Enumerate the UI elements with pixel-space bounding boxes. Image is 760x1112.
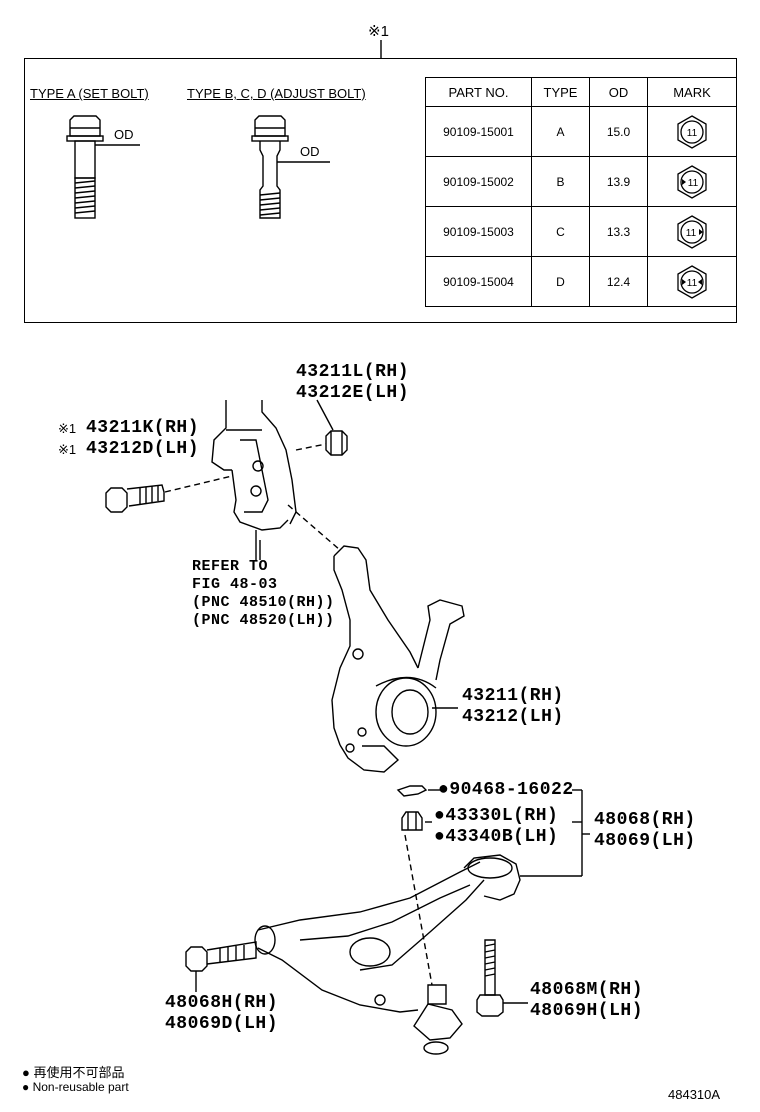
bolt-head-mark-icon: 11: [677, 114, 707, 149]
mark-text: 11: [688, 178, 699, 189]
lower-arm-drawing: [254, 854, 521, 1055]
cell-od: 13.3: [589, 206, 648, 257]
cell-type: C: [531, 206, 590, 257]
nut-drawing: [316, 399, 348, 456]
table-header-row: PART NO. TYPE OD MARK: [425, 77, 737, 107]
od-label-bcd: OD: [300, 144, 320, 159]
callout-nut-lh: 43212E(LH): [296, 383, 410, 403]
cell-type: A: [531, 106, 590, 157]
table-header-part-no: PART NO.: [425, 77, 532, 107]
table-row: 90109-15002 B 13.9 11: [425, 156, 737, 207]
rear-arm-bolt-drawing: [476, 939, 528, 1017]
cell-type: B: [531, 156, 590, 207]
table-header-type: TYPE: [531, 77, 590, 107]
mark-text: 11: [687, 278, 698, 289]
bolt-head-mark-icon: 11: [677, 164, 707, 199]
table-row: 90109-15004 D 12.4 11: [425, 256, 737, 307]
legend-japanese: ● 再使用不可部品: [22, 1062, 125, 1081]
mark-text: 11: [686, 228, 697, 239]
cell-part-no: 90109-15003: [425, 206, 532, 257]
cell-od: 13.9: [589, 156, 648, 207]
type-bcd-label: TYPE B, C, D (ADJUST BOLT): [187, 86, 366, 101]
callout-bolt-lh: 43212D(LH): [86, 439, 200, 459]
refer-line-1: REFER TO: [192, 558, 269, 575]
callout-arm-lh: 48069(LH): [594, 831, 696, 851]
table-row: 90109-15003 C 13.3 11: [425, 206, 737, 257]
legend-japanese-text: 再使用不可部品: [33, 1065, 125, 1080]
cotter-pin-drawing: [396, 785, 428, 797]
callout-rear-bolt-lh: 48069H(LH): [530, 1001, 644, 1021]
bolt-marker-rh: ※1: [58, 421, 77, 436]
front-arm-bolt-drawing: [185, 941, 257, 992]
legend-english-text: Non-reusable part: [32, 1080, 129, 1094]
callout-nut-rh: 43211L(RH): [296, 362, 410, 382]
strut-bracket-drawing: [211, 400, 297, 560]
camber-bolt-drawing: [105, 484, 165, 513]
callout-balljoint-lh: ●43340B(LH): [434, 827, 558, 847]
cell-type: D: [531, 256, 590, 307]
mark-text: 11: [687, 128, 698, 139]
non-reusable-bullet-icon: ●: [434, 827, 446, 847]
cell-od: 12.4: [589, 256, 648, 307]
callout-knuckle-lh: 43212(LH): [462, 707, 564, 727]
legend-bullet-icon: ●: [22, 1080, 30, 1094]
bolt-spec-table: PART NO. TYPE OD MARK 90109-15001 A 15.0…: [425, 77, 737, 307]
refer-line-3: (PNC 48510(RH)): [192, 594, 335, 611]
non-reusable-bullet-icon: ●: [438, 780, 450, 800]
cell-part-no: 90109-15004: [425, 256, 532, 307]
callout-front-bolt-lh: 48069D(LH): [165, 1014, 279, 1034]
cell-mark: 11: [647, 206, 737, 257]
type-bcd-bolt-drawing: [251, 115, 330, 219]
bolt-head-mark-icon: 11: [677, 214, 707, 249]
bolt-marker-lh: ※1: [58, 442, 77, 457]
callout-knuckle-rh: 43211(RH): [462, 686, 564, 706]
refer-line-2: FIG 48-03: [192, 576, 278, 593]
type-a-label: TYPE A (SET BOLT): [30, 86, 149, 101]
steering-knuckle-drawing: [331, 545, 465, 773]
callout-balljoint-rh: ●43330L(RH): [434, 806, 558, 826]
callout-bolt-rh: 43211K(RH): [86, 418, 200, 438]
balljoint-rh-number: 43330L(RH): [445, 806, 559, 826]
reference-marker: ※1: [368, 23, 389, 40]
non-reusable-bullet-icon: ●: [434, 806, 446, 826]
bolt-head-mark-icon: 11: [677, 264, 707, 299]
refer-line-4: (PNC 48520(LH)): [192, 612, 335, 629]
type-a-bolt-drawing: [66, 115, 140, 219]
table-header-mark: MARK: [647, 77, 737, 107]
table-header-od: OD: [589, 77, 648, 107]
cotter-pin-number: 90468-16022: [449, 780, 574, 800]
table-row: 90109-15001 A 15.0 11: [425, 106, 737, 157]
castle-nut-drawing: [401, 811, 423, 831]
callout-rear-bolt-rh: 48068M(RH): [530, 980, 644, 1000]
cell-od: 15.0: [589, 106, 648, 157]
callout-cotter-pin: ●90468-16022: [438, 780, 574, 800]
cell-part-no: 90109-15001: [425, 106, 532, 157]
cell-part-no: 90109-15002: [425, 156, 532, 207]
legend-english: ● Non-reusable part: [22, 1080, 129, 1094]
balljoint-lh-number: 43340B(LH): [445, 827, 559, 847]
cell-mark: 11: [647, 156, 737, 207]
figure-id: 484310A: [668, 1087, 721, 1102]
cell-mark: 11: [647, 256, 737, 307]
bolt-spec-box: [24, 58, 737, 323]
od-label-a: OD: [114, 127, 134, 142]
callout-front-bolt-rh: 48068H(RH): [165, 993, 279, 1013]
cell-mark: 11: [647, 106, 737, 157]
callout-arm-rh: 48068(RH): [594, 810, 696, 830]
legend-bullet-icon: ●: [22, 1065, 30, 1080]
